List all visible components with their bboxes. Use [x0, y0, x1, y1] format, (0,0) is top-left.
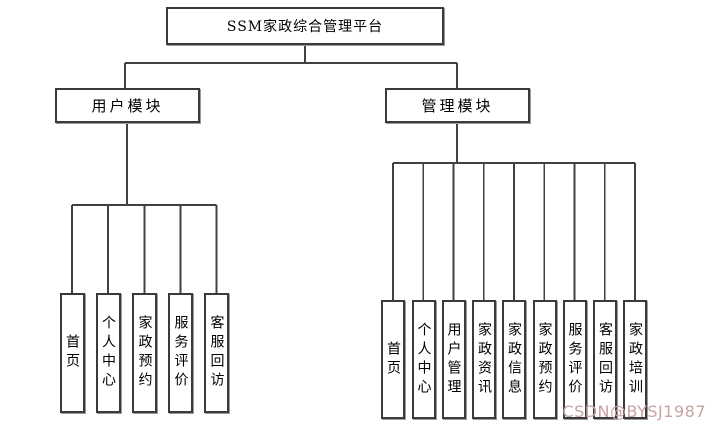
leaf-label: 首页	[64, 334, 80, 372]
leaf-label: 个人中心	[100, 315, 116, 391]
leaf-label: 客服回访	[208, 315, 225, 391]
module-node-admin: 管理模块	[385, 88, 530, 123]
leaf-node-admin-customer-followup: 客服回访	[593, 300, 617, 419]
leaf-label: 家政培训	[627, 321, 643, 398]
leaf-node-user-housekeeping-booking: 家政预约	[132, 293, 157, 413]
leaf-label: 个人中心	[415, 321, 432, 398]
leaf-node-admin-housekeeping-training: 家政培训	[623, 300, 647, 419]
leaf-label: 家政信息	[506, 321, 522, 398]
leaf-node-admin-user-management: 用户管理	[441, 300, 466, 419]
connector-root	[124, 45, 458, 88]
leaf-node-admin-personal-center: 个人中心	[411, 300, 436, 419]
connector-user-module	[71, 123, 218, 293]
watermark: CSDN@BYSJ1987	[562, 402, 706, 421]
leaf-label: 家政预约	[536, 321, 553, 398]
leaf-label: 首页	[385, 340, 401, 379]
leaf-node-admin-service-review: 服务评价	[562, 300, 587, 419]
leaf-label: 客服回访	[597, 321, 613, 398]
leaf-label: 家政资讯	[476, 321, 492, 398]
leaf-node-user-home: 首页	[59, 293, 85, 413]
module-node-admin-label: 管理模块	[421, 97, 494, 115]
module-node-user: 用户模块	[55, 88, 200, 123]
leaf-label: 用户管理	[445, 321, 462, 398]
leaf-label: 服务评价	[566, 321, 583, 398]
leaf-node-admin-housekeeping-info: 家政信息	[502, 300, 526, 419]
leaf-node-user-service-review: 服务评价	[168, 293, 193, 413]
module-node-user-label: 用户模块	[91, 97, 164, 115]
leaf-node-admin-housekeeping-news: 家政资讯	[472, 300, 496, 419]
root-node: SSM家政综合管理平台	[166, 7, 444, 45]
leaf-node-user-customer-followup: 客服回访	[204, 293, 229, 413]
leaf-label: 服务评价	[172, 315, 189, 391]
leaf-node-user-personal-center: 个人中心	[95, 293, 121, 413]
leaf-node-admin-home: 首页	[381, 300, 405, 419]
root-node-label: SSM家政综合管理平台	[226, 19, 384, 35]
leaf-label: 家政预约	[136, 315, 153, 391]
connector-admin-module	[392, 123, 636, 300]
leaf-node-admin-housekeeping-booking: 家政预约	[532, 300, 557, 419]
